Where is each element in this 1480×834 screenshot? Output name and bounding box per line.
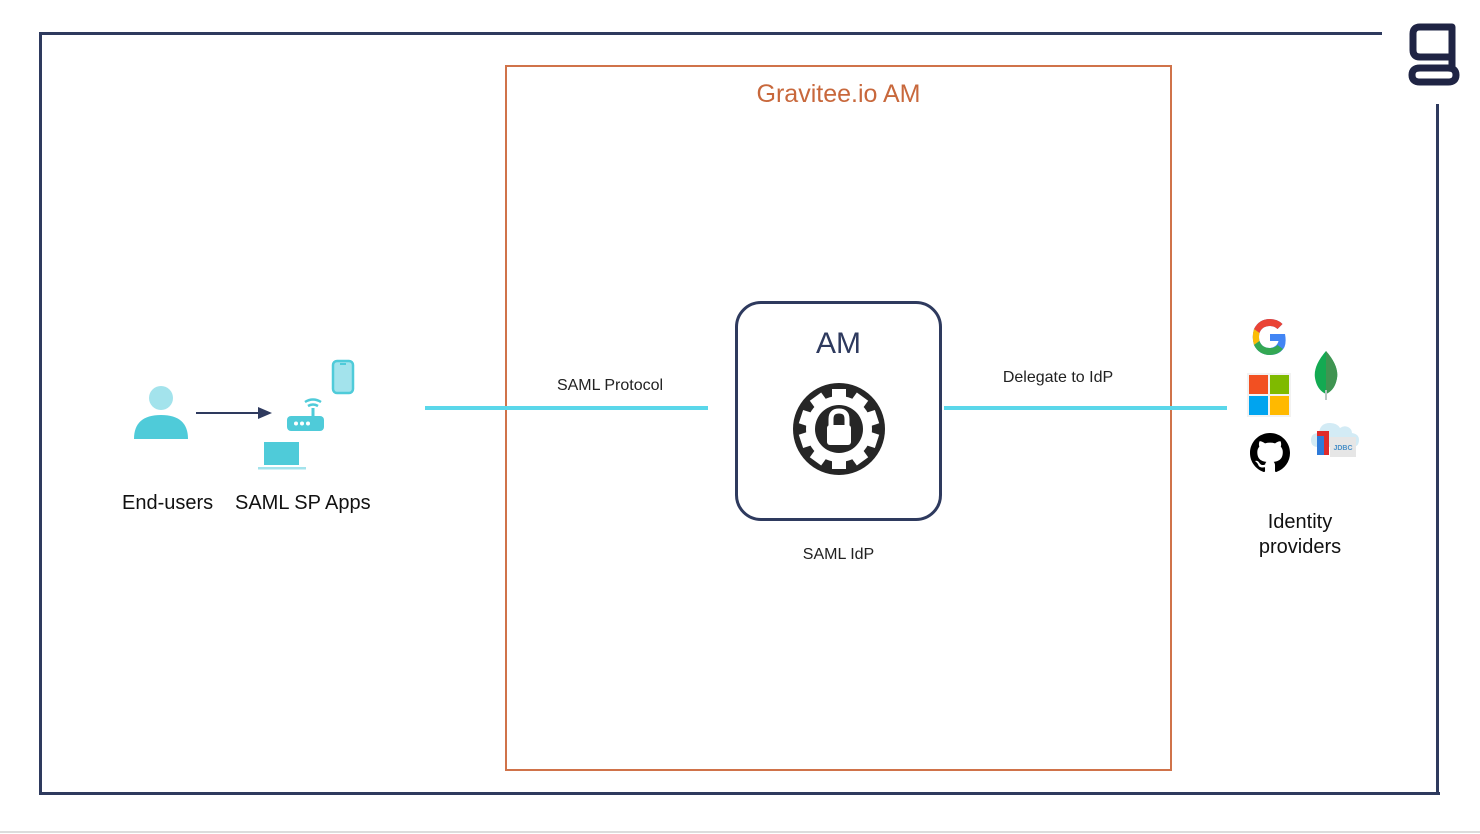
- outer-frame-right: [1436, 104, 1439, 795]
- saml-sp-apps-label: SAML SP Apps: [235, 492, 371, 514]
- am-node: [735, 301, 942, 521]
- delegate-to-idp-label: Delegate to IdP: [1002, 369, 1114, 386]
- identity-providers-label: Identity providers: [1240, 510, 1360, 560]
- jdbc-text: JDBC: [1333, 445, 1352, 452]
- bottom-divider: [0, 831, 1480, 833]
- laptop-icon: [256, 440, 308, 472]
- outer-frame-bottom: [39, 792, 1440, 795]
- microsoft-icon: [1247, 373, 1291, 417]
- github-icon: [1250, 433, 1290, 473]
- arrow-right-icon: [196, 406, 274, 420]
- google-icon: [1250, 317, 1290, 357]
- gear-lock-icon: [792, 382, 886, 476]
- saml-protocol-connector: [425, 406, 708, 410]
- delegate-connector: [944, 406, 1227, 410]
- gravitee-am-container: [505, 65, 1172, 771]
- gravitee-g-logo-icon: [1406, 22, 1462, 88]
- outer-frame-top: [39, 32, 1382, 35]
- mongodb-icon: [1313, 350, 1339, 402]
- identity-providers-label-line2: providers: [1258, 536, 1342, 558]
- end-users-label: End-users: [122, 492, 214, 514]
- router-icon: [286, 394, 326, 434]
- outer-frame-left: [39, 32, 42, 795]
- identity-providers-label-line1: Identity: [1267, 511, 1333, 533]
- jdbc-cloud-icon: JDBC: [1310, 417, 1360, 461]
- container-title: Gravitee.io AM: [756, 80, 921, 108]
- am-node-caption: SAML IdP: [802, 546, 875, 563]
- am-node-title: AM: [816, 327, 861, 360]
- saml-protocol-label: SAML Protocol: [556, 377, 664, 394]
- smartphone-icon: [331, 359, 355, 395]
- user-icon: [133, 385, 189, 441]
